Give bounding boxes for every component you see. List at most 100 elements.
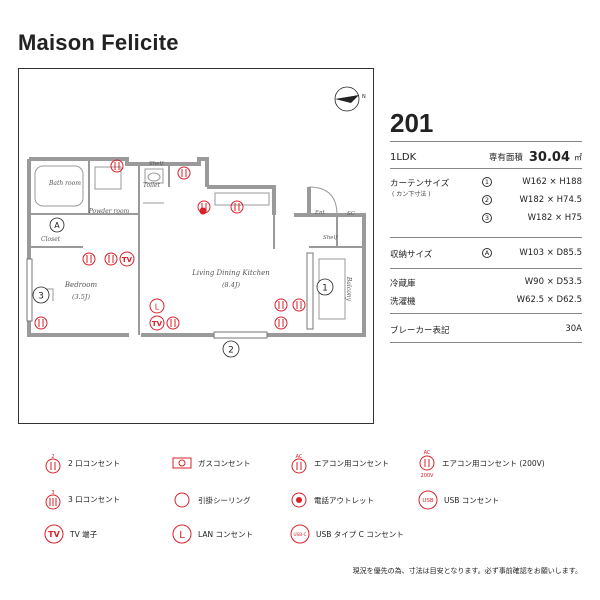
legend-label: エアコン用コンセント — [314, 458, 389, 468]
curtain-item-size: W162 × H188 — [522, 177, 582, 187]
outlet-icon — [104, 252, 118, 266]
legend-item: 3 3 口コンセント — [44, 488, 120, 510]
curtain-sub-label: ( カン下寸法 ) — [392, 191, 431, 198]
plan-label-ldk-size: (8.4J) — [222, 281, 240, 289]
window-1-label: 1 — [322, 284, 328, 294]
outlet-icon — [274, 298, 288, 312]
plan-label-closet: Closet — [41, 236, 61, 243]
storage-mark: A — [482, 248, 492, 258]
breaker-value: 30A — [565, 324, 582, 334]
legend-item: L LAN コンセント — [172, 524, 253, 544]
legend-label: TV 端子 — [70, 529, 98, 539]
plan-label-balcony: Balcony — [345, 276, 352, 302]
outlet-icon — [82, 252, 96, 266]
breaker-label: ブレーカー表記 — [390, 326, 450, 336]
legend-label: USB コンセント — [444, 495, 500, 505]
plan-label-powder: Powder room — [88, 208, 130, 215]
layout-type: 1LDK — [390, 151, 417, 163]
legend-label: ガスコンセント — [198, 458, 251, 468]
svg-text:L: L — [179, 530, 185, 541]
outlet-icon — [110, 159, 124, 173]
outlet-icon — [292, 298, 306, 312]
legend-label: 引掛シーリング — [198, 495, 251, 505]
lan-icon: L — [149, 298, 165, 314]
plan-label-ldk: Living Dining Kitchen — [191, 269, 270, 277]
storage-label: 収納サイズ — [390, 250, 433, 260]
svg-text:2: 2 — [51, 454, 54, 460]
outlet-icon — [230, 200, 244, 214]
legend-label: 2 口コンセント — [68, 458, 121, 468]
outlet-icon — [34, 316, 48, 330]
outlet-2-icon: 2 — [45, 454, 61, 474]
storage-size: W103 × D85.5 — [519, 248, 582, 258]
floor-plan-drawing: Bath room Powder room Toilet Shelf Ent S… — [26, 86, 366, 358]
lan-outlet-icon: L — [172, 524, 192, 544]
info-divider — [390, 342, 582, 343]
window-3-marker — [32, 286, 50, 304]
window-1-marker — [316, 278, 334, 296]
info-divider — [390, 268, 582, 269]
tv-icon: TV — [149, 315, 165, 331]
usb-outlet-icon: USB — [418, 490, 438, 510]
curtain-item: 2 W182 × H74.5 — [482, 195, 582, 205]
curtain-section: カーテンサイズ ( カン下寸法 ) 1 W162 × H188 2 W182 ×… — [390, 169, 582, 237]
outlet-icon — [274, 316, 288, 330]
plan-label-ent: Ent — [314, 210, 326, 216]
info-divider — [390, 313, 582, 314]
svg-text:USB: USB — [422, 498, 434, 504]
legend-item: ガスコンセント — [172, 456, 251, 470]
ceiling-hook-icon — [174, 492, 190, 508]
unit-info-panel: 201 1LDK 専有面積 30.04 ㎡ カーテンサイズ ( カン下寸法 ) … — [390, 108, 582, 343]
legend-label: エアコン用コンセント (200V) — [442, 458, 545, 468]
curtain-item: 3 W182 × H75 — [482, 213, 582, 223]
legend-label: LAN コンセント — [198, 529, 253, 539]
building-title: Maison Felicite — [18, 30, 179, 55]
plan-label-sc: SC — [347, 211, 356, 217]
info-divider — [390, 237, 582, 238]
fridge-size: W90 × D53.5 — [524, 277, 582, 287]
washer-size: W62.5 × D62.5 — [516, 295, 582, 305]
breaker-section: ブレーカー表記 30A — [390, 314, 582, 342]
storage-section: 収納サイズ A W103 × D85.5 — [390, 238, 582, 268]
outlet-3-icon: 3 — [45, 490, 61, 510]
area-label: 専有面積 — [488, 153, 523, 163]
curtain-item-size: W182 × H75 — [527, 213, 582, 223]
legend-label: 3 口コンセント — [68, 494, 121, 504]
washer-label: 洗濯機 — [390, 297, 416, 307]
curtain-item: 1 W162 × H188 — [482, 177, 582, 187]
area-unit: ㎡ — [574, 152, 582, 162]
phone-outlet-icon — [199, 207, 207, 215]
appliance-section: 冷蔵庫 W90 × D53.5 洗濯機 W62.5 × D62.5 — [390, 269, 582, 313]
outlet-icon — [166, 316, 180, 330]
window-2-label: 2 — [228, 346, 234, 356]
svg-text:200V: 200V — [421, 473, 435, 478]
legend-item: AC エアコン用コンセント — [290, 452, 389, 474]
compass-north-label: N — [362, 94, 366, 100]
walls — [27, 157, 366, 337]
area-value: 30.04 — [528, 149, 570, 165]
outlet-icon — [177, 166, 191, 180]
ac-200v-outlet-icon: AC 200V — [419, 450, 435, 478]
svg-text:TV: TV — [122, 256, 133, 264]
layout-row: 1LDK 専有面積 30.04 ㎡ — [390, 146, 582, 168]
storage-item: A W103 × D85.5 — [482, 248, 582, 258]
tv-icon: TV — [119, 251, 135, 267]
svg-text:L: L — [155, 303, 160, 312]
gas-outlet-icon — [172, 457, 192, 469]
curtain-label: カーテンサイズ — [390, 179, 450, 189]
legend-item: USB-C USB タイプ C コンセント — [290, 524, 404, 544]
disclaimer-note: 現況を優先の為、寸法は目安となります。必ず事前確認をお願いします。 — [352, 567, 582, 575]
legend-label: 電話アウトレット — [314, 495, 374, 505]
fridge-label: 冷蔵庫 — [390, 279, 416, 289]
unit-number: 201 — [390, 108, 434, 138]
compass-icon: N — [334, 86, 366, 112]
windows — [26, 252, 314, 339]
legend-item: USB USB コンセント — [418, 490, 499, 510]
legend-item: TV TV 端子 — [44, 524, 97, 544]
closet-marker-label: A — [54, 221, 60, 230]
curtain-item-size: W182 × H74.5 — [519, 195, 582, 205]
window-2-marker — [222, 340, 240, 358]
legend-item: 2 2 口コンセント — [44, 452, 120, 474]
usb-c-outlet-icon: USB-C — [290, 524, 310, 544]
svg-text:3: 3 — [51, 490, 54, 496]
